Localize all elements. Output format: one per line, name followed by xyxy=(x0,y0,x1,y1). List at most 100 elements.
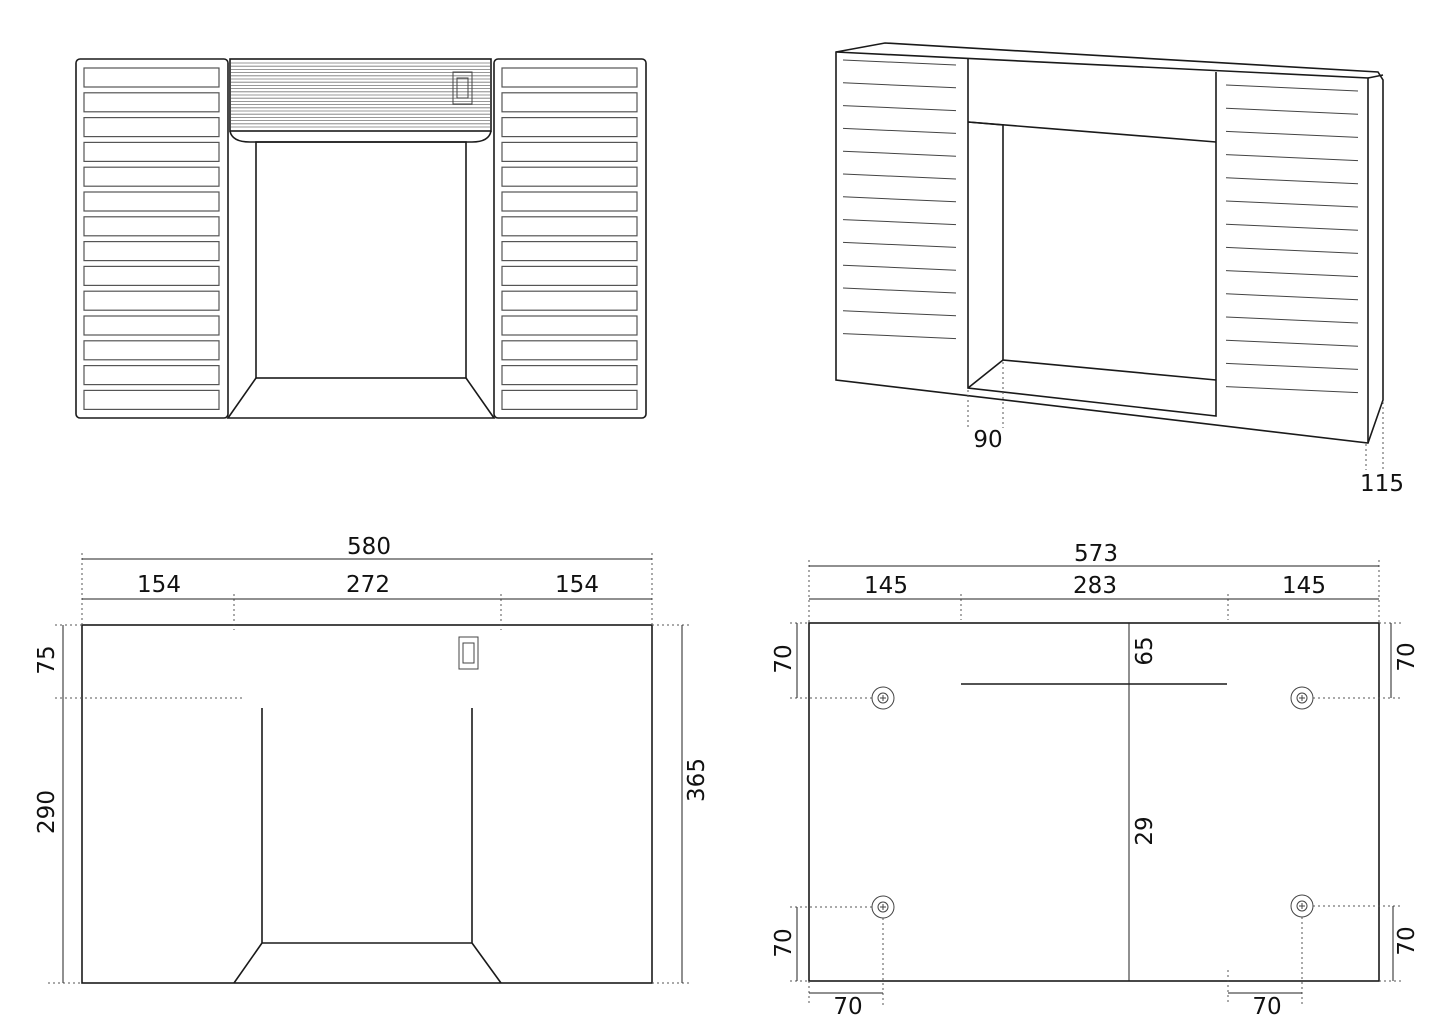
slat xyxy=(501,365,638,386)
slat-line xyxy=(1225,154,1359,162)
slat-line xyxy=(1225,270,1359,278)
slat xyxy=(501,166,638,187)
dim-total-width: 580 xyxy=(347,534,391,560)
dim-top-offset: 65 xyxy=(1132,636,1158,665)
opening-outer xyxy=(967,58,1217,417)
front-outline xyxy=(81,624,653,984)
dim-right-width: 145 xyxy=(1282,573,1326,599)
slat-line xyxy=(842,219,957,226)
slat xyxy=(83,365,220,386)
shutter-stripes xyxy=(231,62,490,128)
slat-line xyxy=(1225,362,1359,370)
back-dimension-view: 573 145 283 145 65 29 70 70 70 70 70 70 xyxy=(771,541,1420,1020)
slat xyxy=(501,241,638,262)
hole-inner xyxy=(1296,900,1308,912)
slat-line xyxy=(842,241,957,248)
slat-line xyxy=(1225,293,1359,301)
slat xyxy=(501,216,638,237)
dim-lower-height: 290 xyxy=(34,790,60,834)
dim-hole-left-top: 70 xyxy=(771,644,797,673)
slat xyxy=(501,67,638,88)
slat xyxy=(501,92,638,113)
dim-115: 115 xyxy=(1360,471,1404,497)
slat-line xyxy=(842,105,957,112)
slat-line xyxy=(1225,107,1359,115)
slat xyxy=(501,340,638,361)
front-dimension-view: 580 154 272 154 75 290 365 xyxy=(34,534,710,984)
left-panel xyxy=(75,58,229,419)
slat-line xyxy=(1225,200,1359,208)
slat xyxy=(501,315,638,336)
slat-line xyxy=(842,82,957,89)
slat-line xyxy=(1225,246,1359,254)
shutter-box xyxy=(229,58,492,132)
slat-line xyxy=(842,333,957,340)
dim-lower-height: 29 xyxy=(1132,816,1158,845)
slat-line xyxy=(842,150,957,157)
dim-top-height: 75 xyxy=(34,645,60,674)
right-panel xyxy=(493,58,647,419)
dim-center-width: 283 xyxy=(1073,573,1117,599)
dim-90: 90 xyxy=(973,427,1002,453)
slat-line xyxy=(1225,84,1359,92)
hole-cross xyxy=(880,695,886,701)
hole-cross xyxy=(1299,695,1305,701)
slat-line xyxy=(842,264,957,271)
perspective-slats xyxy=(842,59,1359,394)
slat-line xyxy=(1225,316,1359,324)
hole-inner xyxy=(1296,692,1308,704)
front-view xyxy=(75,58,647,419)
slat-line xyxy=(1225,177,1359,185)
opening-back xyxy=(255,141,467,379)
dim-hole-right-bottom: 70 xyxy=(1394,926,1420,955)
dim-hole-bottom-right: 70 xyxy=(1252,994,1281,1020)
slat xyxy=(501,290,638,311)
hole-cross xyxy=(1299,903,1305,909)
slat-line xyxy=(842,173,957,180)
slat xyxy=(501,265,638,286)
slat-line xyxy=(1225,130,1359,138)
switch-icon xyxy=(458,636,479,670)
slat xyxy=(83,340,220,361)
screw-hole-icon xyxy=(1290,894,1314,918)
shutter-bottom xyxy=(229,130,492,143)
screw-hole-icon xyxy=(1290,686,1314,710)
slat-line xyxy=(842,196,957,203)
back-outline xyxy=(808,622,1380,982)
slat-line xyxy=(842,287,957,294)
slat xyxy=(501,116,638,138)
slat xyxy=(83,216,220,237)
slat xyxy=(83,166,220,187)
slat xyxy=(83,290,220,311)
screw-hole-icon xyxy=(871,686,895,710)
slat-line xyxy=(1225,386,1359,394)
slat xyxy=(501,141,638,162)
slat xyxy=(83,265,220,286)
slat xyxy=(83,116,220,138)
opening-floor xyxy=(226,377,496,419)
hole-cross xyxy=(880,904,886,910)
slat-line xyxy=(842,127,957,134)
slat xyxy=(83,141,220,162)
dim-center-width: 272 xyxy=(346,572,390,598)
top-band-bottom xyxy=(967,121,1217,143)
dim-left-width: 154 xyxy=(137,572,181,598)
dim-hole-bottom-left: 70 xyxy=(833,994,862,1020)
slat xyxy=(501,389,638,410)
perspective-view: 90 115 xyxy=(835,42,1404,497)
cabinet-outline xyxy=(835,42,1384,444)
slat xyxy=(83,315,220,336)
screw-hole-icon xyxy=(871,895,895,919)
slats xyxy=(83,67,638,410)
slat xyxy=(83,241,220,262)
hole-inner xyxy=(877,901,889,913)
dim-hole-right-top: 70 xyxy=(1394,642,1420,671)
slat xyxy=(83,389,220,410)
slat-line xyxy=(842,59,957,66)
slat xyxy=(83,191,220,212)
slat-line xyxy=(1225,339,1359,347)
slat-line xyxy=(1225,223,1359,231)
dim-total-width: 573 xyxy=(1074,541,1118,567)
dim-total-height: 365 xyxy=(684,758,710,802)
